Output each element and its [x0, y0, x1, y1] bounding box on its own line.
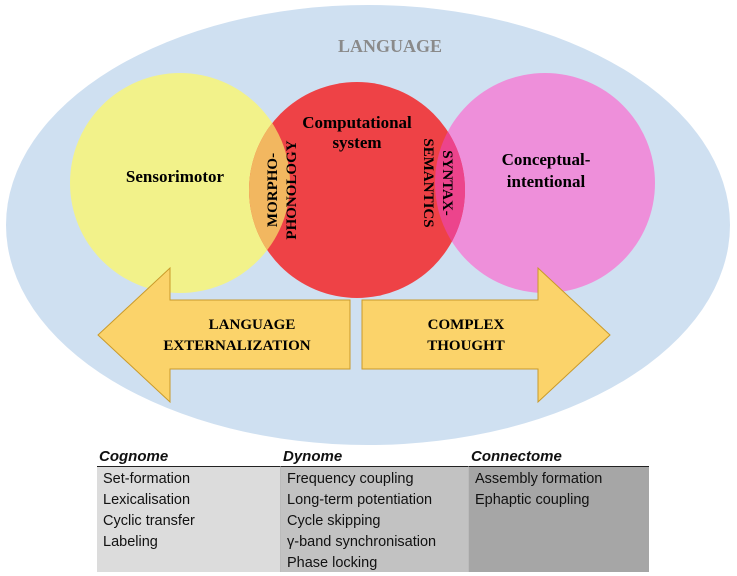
dynome-item: Long-term potentiation [287, 492, 433, 508]
language-title: LANGUAGE [338, 36, 442, 56]
dynome-item: Frequency coupling [287, 471, 414, 487]
connectome-item: Assembly formation [475, 471, 603, 487]
cognome-item: Labeling [103, 534, 158, 550]
cognome-item: Set-formation [103, 471, 191, 487]
complex-thought-label-line2: THOUGHT [427, 338, 505, 354]
connectome-header: Connectome [469, 447, 649, 466]
complex-thought-label-line1: COMPLEX [428, 317, 505, 333]
computational-circle [249, 82, 465, 298]
computational-label-line2: system [332, 133, 381, 152]
conceptual-circle [435, 73, 655, 293]
cognome-header: Cognome [97, 447, 281, 466]
cognome-item: Cyclic transfer [103, 513, 195, 529]
language-diagram: LANGUAGE Sensorimotor Computational syst… [6, 5, 730, 445]
morpho-label-line1: MORPHO- [265, 153, 281, 227]
dynome-item: Cycle skipping [287, 513, 381, 529]
externalization-label-line2: EXTERNALIZATION [163, 338, 310, 354]
dynome-column: Dynome Frequency coupling Long-term pote… [281, 447, 469, 572]
syntax-label-line2: SEMANTICS [420, 138, 436, 227]
complex-thought-arrow [361, 266, 611, 404]
sensorimotor-circle [70, 73, 290, 293]
conceptual-label-line2: intentional [507, 172, 586, 191]
morpho-label-line2: PHONOLOGY [284, 140, 300, 239]
externalization-arrow [97, 266, 351, 404]
connectome-item: Ephaptic coupling [475, 492, 590, 508]
externalization-label-line1: LANGUAGE [209, 317, 296, 333]
computational-label-line1: Computational [302, 113, 412, 132]
dynome-header: Dynome [281, 447, 469, 466]
connectome-column: Connectome Assembly formation Ephaptic c… [469, 447, 649, 572]
syntax-label-line1: SYNTAX- [439, 150, 455, 216]
conceptual-label-line1: Conceptual- [502, 150, 591, 169]
sensorimotor-label: Sensorimotor [126, 167, 225, 186]
mechanisms-table: Cognome Set-formation Lexicalisation Cyc… [97, 447, 649, 572]
dynome-item: γ-band synchronisation [287, 534, 437, 550]
cognome-column: Cognome Set-formation Lexicalisation Cyc… [97, 447, 281, 572]
dynome-item: Phase locking [287, 555, 378, 571]
cognome-item: Lexicalisation [103, 492, 191, 508]
